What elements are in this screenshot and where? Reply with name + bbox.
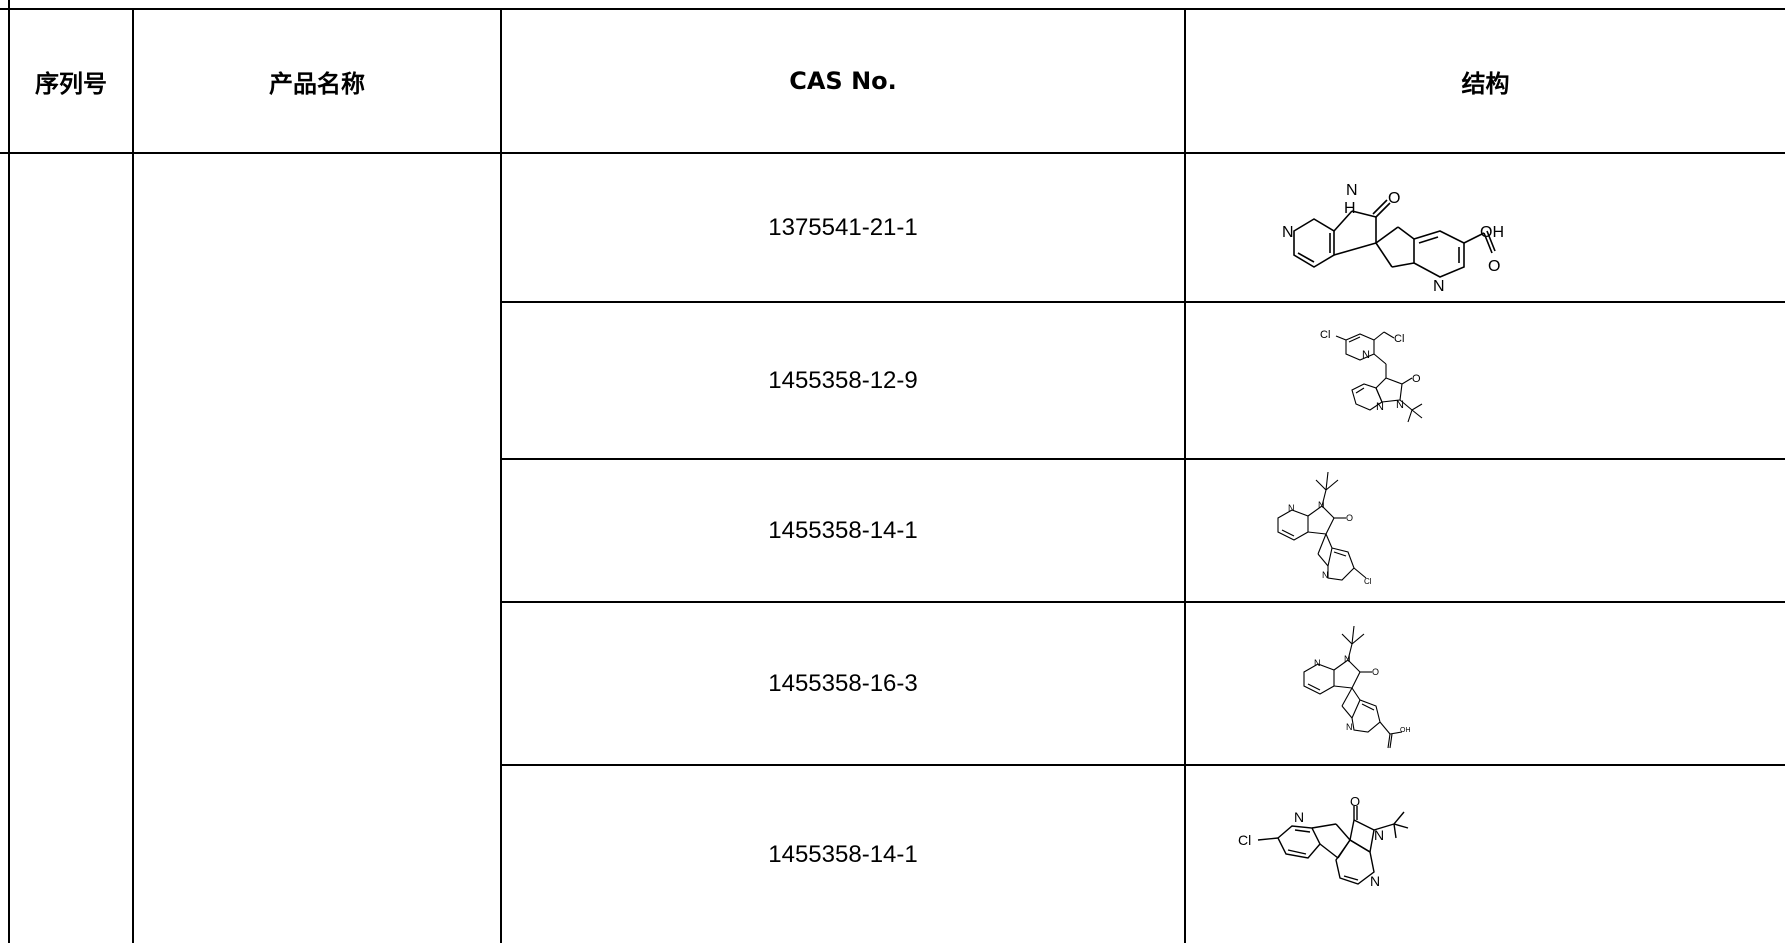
atom-label: N [1376, 401, 1384, 413]
table-row-5-cas: 1455358-14-1 [502, 766, 1184, 943]
atom-label: N [1314, 658, 1321, 668]
atom-label: O [1372, 667, 1379, 677]
atom-label: Cl [1364, 577, 1372, 586]
atom-label: N [1344, 654, 1351, 664]
atom-label: OH [1400, 727, 1411, 734]
atom-label: H [1344, 200, 1356, 217]
atom-label: N [1346, 182, 1358, 199]
atom-label: N [1346, 722, 1353, 732]
header-bottom-border [0, 152, 1785, 154]
header-product-name: 产品名称 [134, 10, 500, 152]
atom-label: N [1433, 278, 1445, 295]
cas-number: 1455358-14-1 [768, 516, 918, 544]
table-row-5-structure: Cl N O N N [1186, 766, 1785, 943]
tert-butyl-spiro-azaoxindole-chloro-icon: N N O N Cl [1277, 471, 1372, 586]
table-row-1-cas: 1375541-21-1 [502, 154, 1184, 301]
atom-label: N [1370, 873, 1380, 889]
cas-number: 1455358-16-3 [768, 669, 918, 697]
header-structure-label: 结构 [1461, 69, 1510, 98]
product-name-merged-cell [134, 154, 500, 943]
atom-label: Cl [1394, 333, 1404, 345]
table-row-1-structure: N H O OH O N N [1186, 154, 1785, 301]
table-row-3-cas: 1455358-14-1 [502, 460, 1184, 601]
atom-label: O [1350, 794, 1360, 809]
row-2-bottom-border [501, 458, 1785, 460]
seq-merged-cell [10, 154, 132, 943]
chloropyridyl-methyl-azaoxindole-icon: Cl Cl N O N N [1320, 329, 1423, 422]
chloro-spiro-cyclopentapyridine-azaoxindole-icon: Cl N O N N [1238, 794, 1409, 889]
row-4-bottom-border [501, 764, 1785, 766]
table-row-4-structure: N N O N OH [1186, 603, 1785, 764]
atom-label: O [1488, 258, 1500, 275]
row-3-bottom-border [501, 601, 1785, 603]
atom-label: N [1288, 503, 1295, 513]
col-divider-3 [1184, 8, 1186, 943]
atom-label: Cl [1320, 329, 1330, 341]
atom-label: Cl [1238, 832, 1251, 848]
header-product-name-label: 产品名称 [269, 69, 365, 98]
atom-label: N [1318, 500, 1325, 510]
table-row-2-cas: 1455358-12-9 [502, 303, 1184, 458]
atom-label: N [1396, 399, 1404, 411]
header-seq: 序列号 [10, 10, 132, 152]
header-seq-label: 序列号 [35, 69, 107, 98]
header-cas-label: CAS No. [789, 67, 897, 95]
row-1-bottom-border [501, 301, 1785, 303]
table-row-3-structure: N N O N Cl [1186, 460, 1785, 601]
cas-number: 1455358-12-9 [768, 366, 918, 394]
tert-butyl-spiro-azaoxindole-acid-icon: N N O N OH [1303, 625, 1411, 748]
atom-label: N [1374, 827, 1384, 843]
cas-number: 1455358-14-1 [768, 840, 918, 868]
atom-label: O [1346, 513, 1353, 523]
atom-label: N [1282, 224, 1294, 241]
atom-label: O [1412, 373, 1421, 385]
atom-label: N [1362, 349, 1370, 361]
spiro-azaoxindole-pyridine-carboxylic-acid-icon: N H O OH O N N [1282, 182, 1504, 295]
atom-label: N [1294, 809, 1304, 825]
atom-label: O [1388, 190, 1400, 207]
header-cas: CAS No. [502, 10, 1184, 152]
left-border [8, 0, 10, 943]
top-border [0, 8, 1785, 10]
cas-number: 1375541-21-1 [768, 213, 918, 241]
atom-label: OH [1480, 224, 1504, 241]
col-divider-2 [500, 8, 502, 943]
table-row-2-structure: Cl Cl N O N N [1186, 303, 1785, 458]
atom-label: N [1322, 570, 1329, 580]
header-structure: 结构 [1186, 10, 1785, 152]
col-divider-1 [132, 8, 134, 943]
table-row-4-cas: 1455358-16-3 [502, 603, 1184, 764]
